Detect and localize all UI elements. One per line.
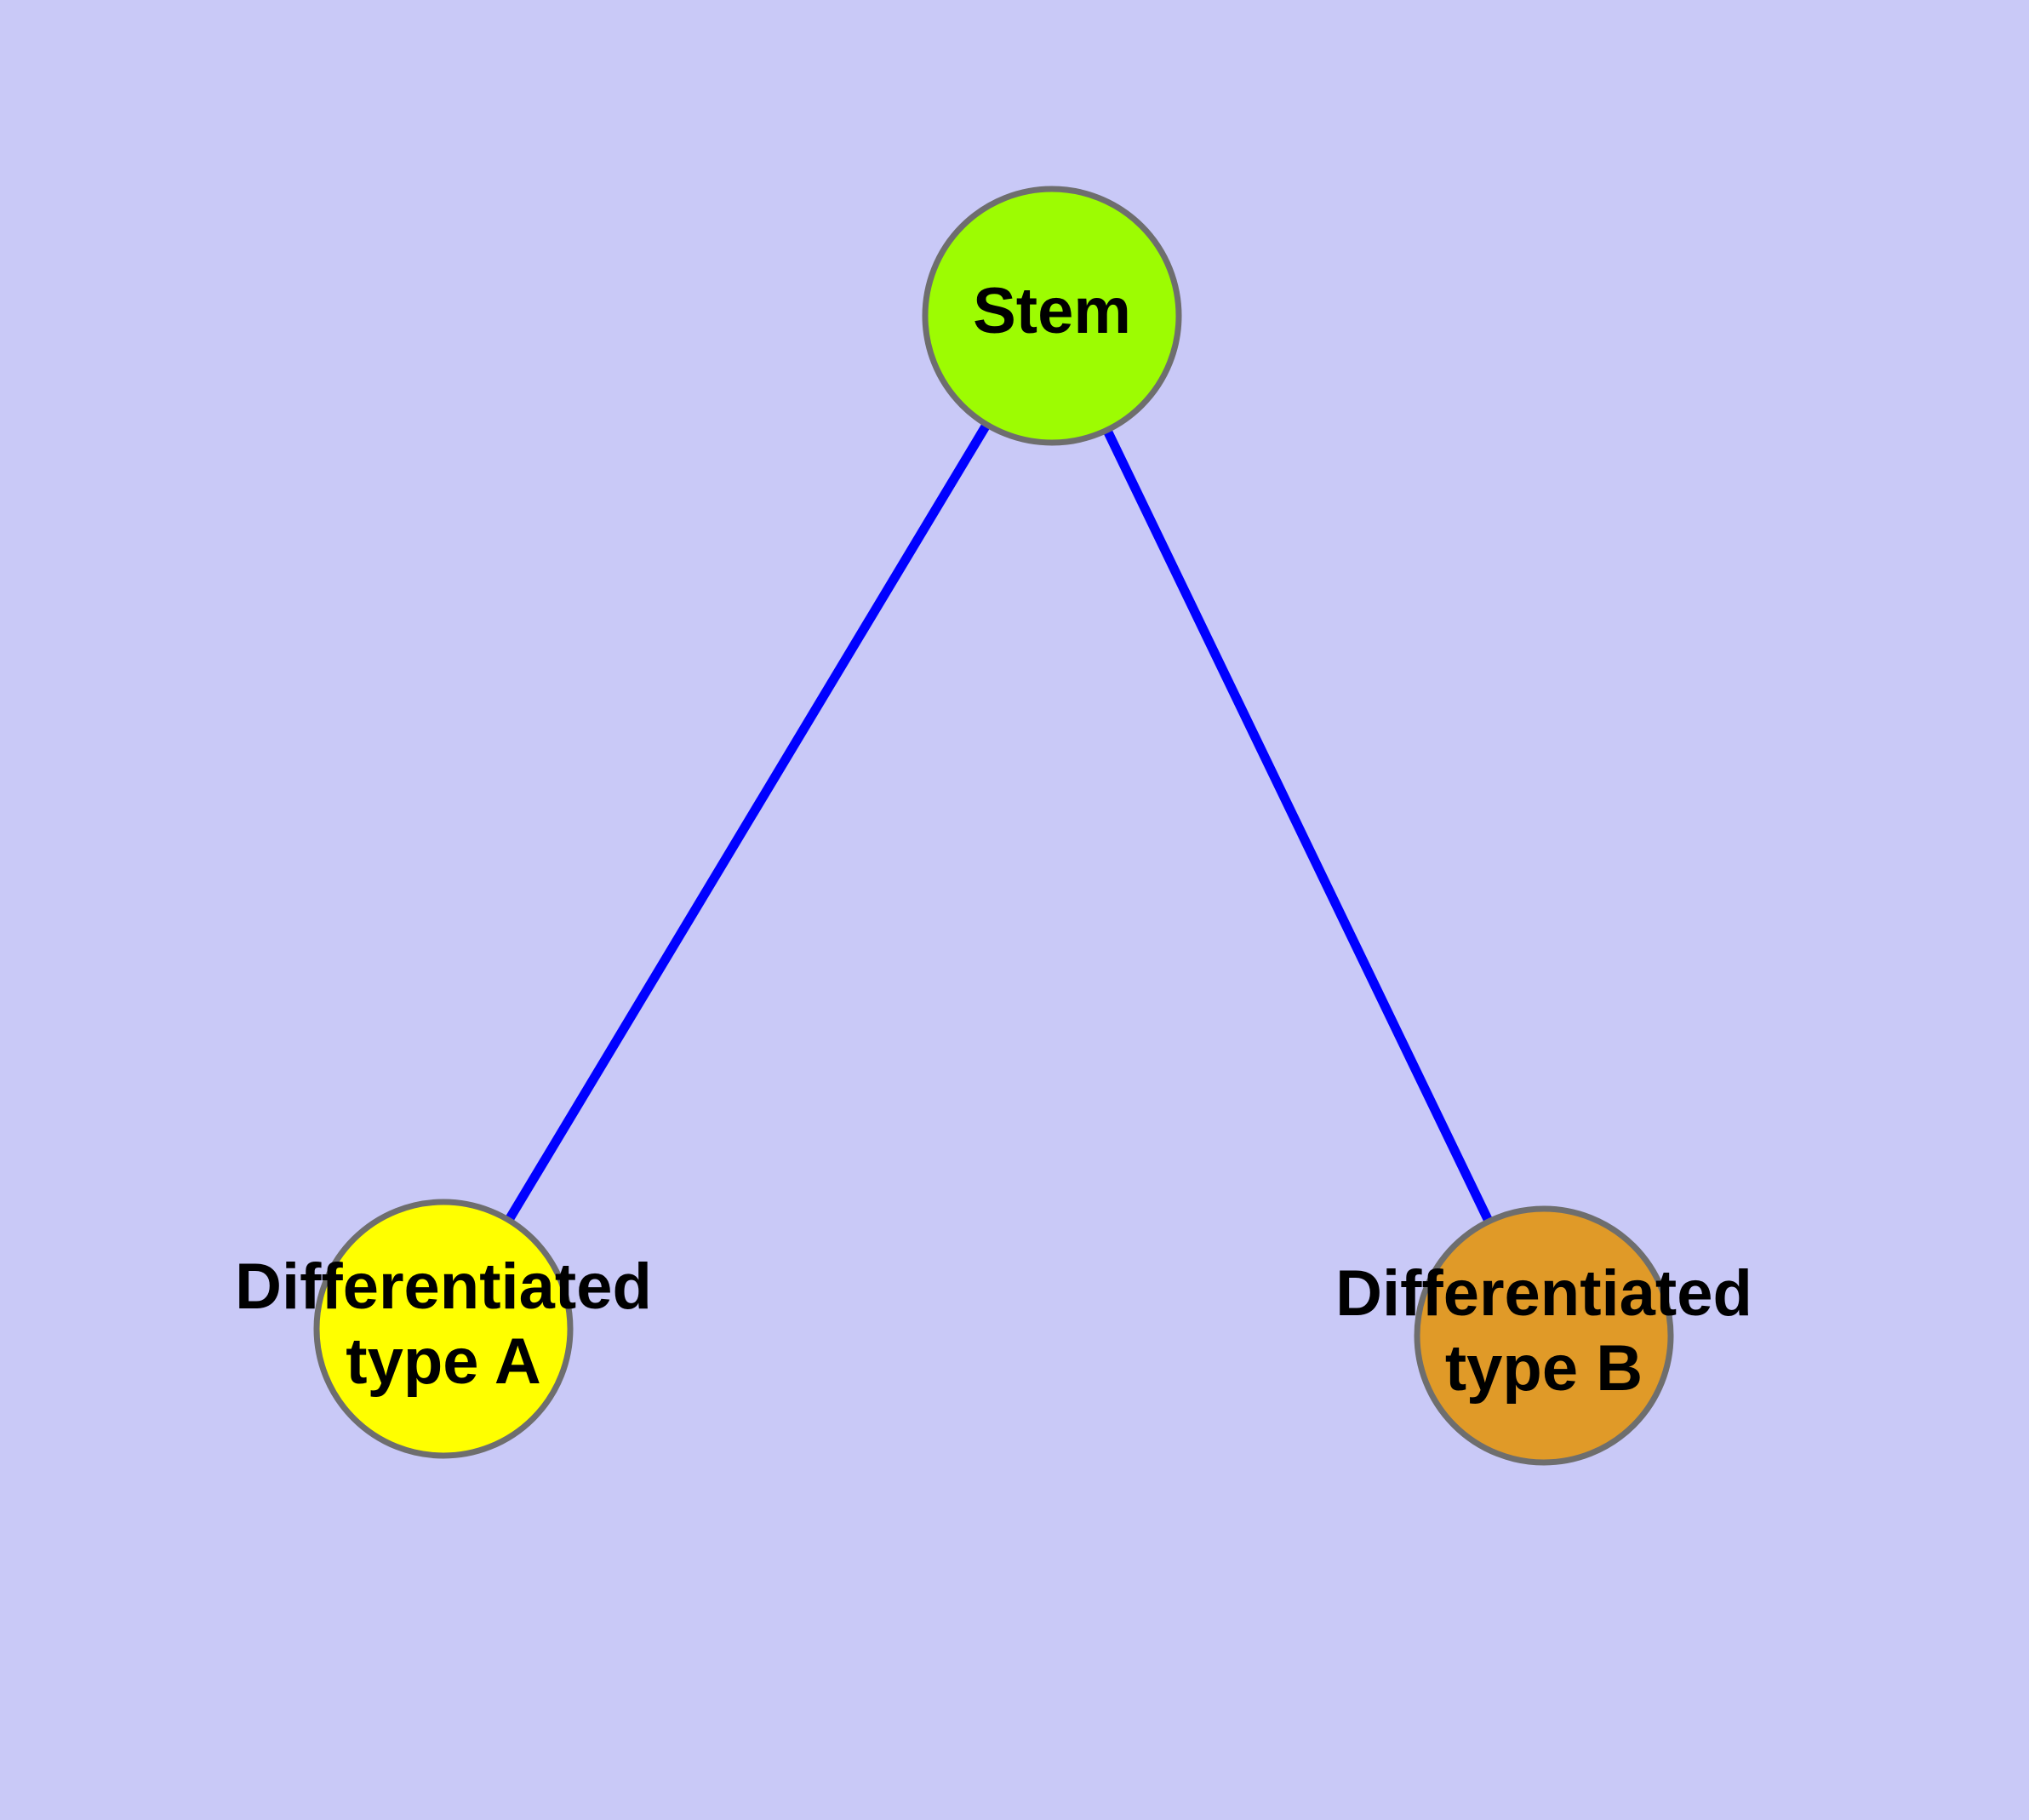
node-label-line: Differentiated <box>235 1251 652 1323</box>
edge-layer <box>505 421 1494 1224</box>
node-label-line: type B <box>1445 1332 1643 1405</box>
graph-edge[interactable] <box>1102 427 1494 1224</box>
node-label-line: Stem <box>973 275 1131 347</box>
node-circle-diff_b[interactable] <box>1414 1205 1674 1466</box>
graph-node-stem[interactable]: Stem <box>922 186 1182 446</box>
node-circle-stem[interactable] <box>922 186 1182 446</box>
node-label-line: type A <box>346 1325 540 1398</box>
node-label-line: Differentiated <box>1335 1257 1752 1330</box>
graph-edge[interactable] <box>505 421 991 1223</box>
node-circle-diff_a[interactable] <box>313 1199 574 1459</box>
node-label-stem: Stem <box>973 275 1131 347</box>
